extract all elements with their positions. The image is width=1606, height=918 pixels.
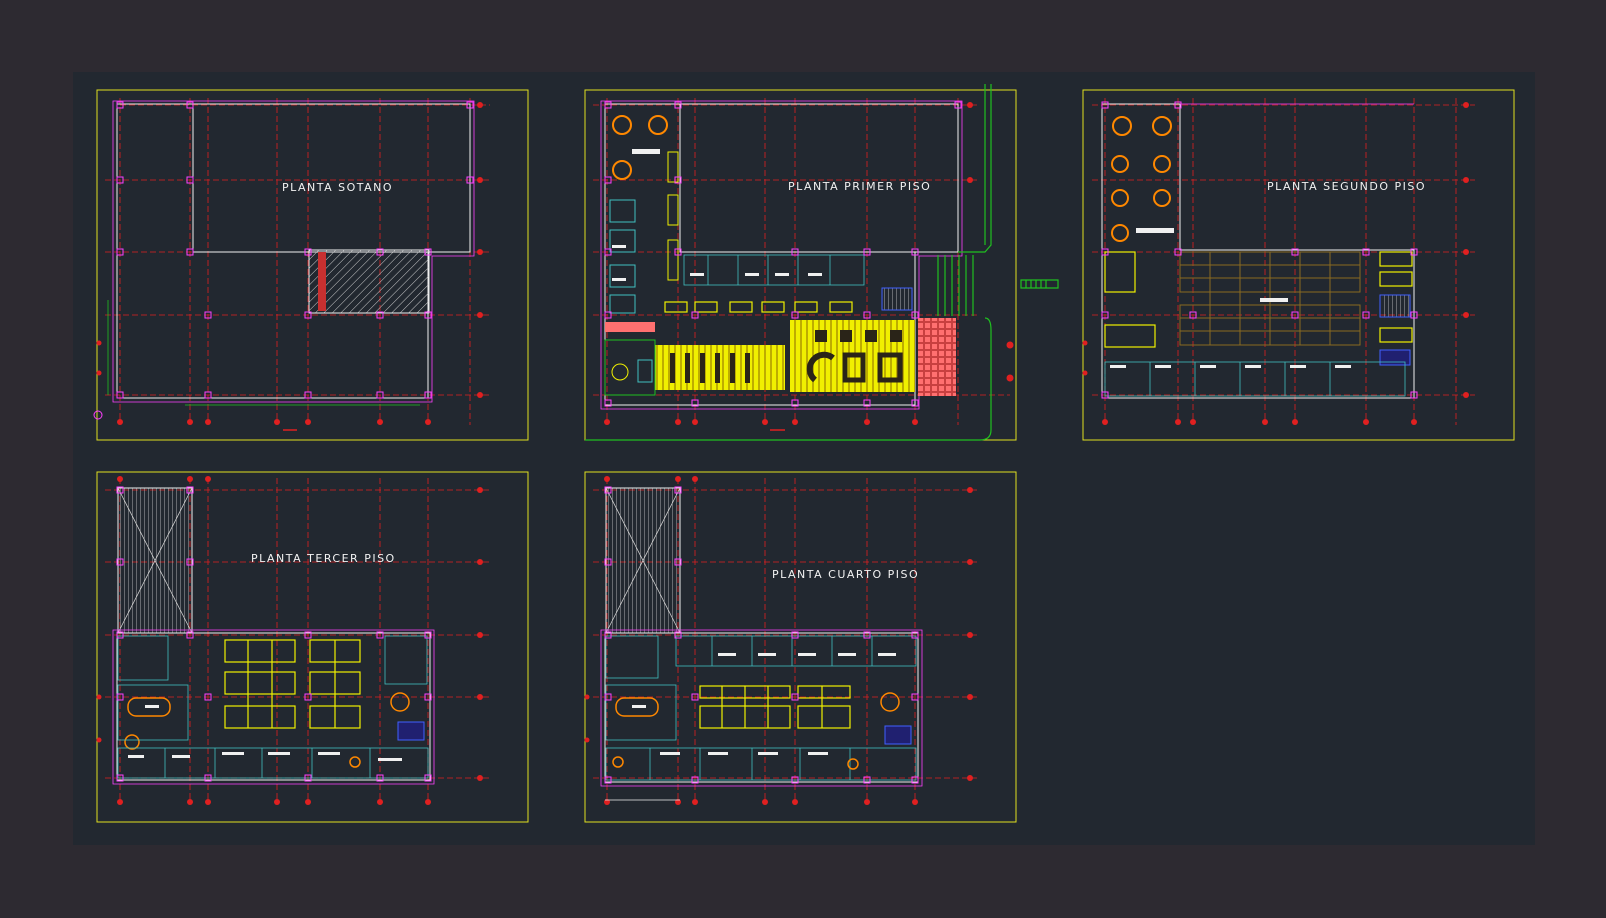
stair — [1379, 294, 1411, 318]
column-markers — [116, 486, 432, 782]
ramp-hatch — [308, 249, 430, 314]
grid-bubbles — [96, 476, 483, 805]
grid-bubbles — [1082, 102, 1469, 425]
grid-bubbles — [604, 102, 1014, 425]
plan-title: PLANTA CUARTO PISO — [772, 568, 919, 581]
column-markers — [604, 101, 962, 407]
office-row — [605, 635, 917, 781]
north-marker — [93, 410, 103, 420]
sheet-frame — [584, 471, 1017, 823]
plan-title: PLANTA SEGUNDO PISO — [1267, 180, 1426, 193]
ramp-strip — [318, 252, 326, 311]
plan-title: PLANTA PRIMER PISO — [788, 180, 931, 193]
sheet-tercer-piso[interactable]: PLANTA TERCER PISO — [96, 471, 529, 823]
desk-label — [1260, 298, 1288, 302]
stair — [1379, 349, 1411, 366]
grid-lines — [105, 98, 490, 425]
grid-bubbles — [584, 476, 973, 805]
sheet-frame — [1082, 89, 1515, 441]
sheet-segundo-piso[interactable]: PLANTA SEGUNDO PISO — [1082, 89, 1515, 441]
office-row — [1104, 361, 1406, 397]
stair — [397, 721, 425, 741]
walls-magenta — [600, 629, 923, 787]
walls-magenta — [112, 629, 435, 785]
grid-bubbles — [96, 102, 483, 425]
desk-labels — [690, 273, 822, 276]
walls — [116, 632, 431, 781]
void-cross — [605, 487, 681, 634]
desk-labels — [128, 705, 402, 761]
office-row — [683, 254, 865, 286]
site-lines — [585, 84, 1059, 441]
seating-area — [1179, 251, 1361, 346]
desk-labels — [632, 653, 896, 755]
stair — [884, 725, 912, 745]
plan-title: PLANTA SOTANO — [282, 181, 393, 194]
walls-inner — [112, 100, 475, 403]
service-area — [604, 322, 656, 396]
office-furniture-left — [609, 115, 679, 314]
column-markers — [604, 486, 919, 784]
stair — [881, 287, 913, 311]
office-outline — [117, 635, 429, 779]
meeting-furniture — [612, 692, 900, 770]
desk-label — [1136, 228, 1174, 233]
meeting-furniture — [1111, 116, 1172, 242]
meeting-furniture — [124, 692, 410, 768]
workstations — [664, 301, 853, 313]
lobby-furniture — [670, 330, 903, 383]
plan-title: PLANTA TERCER PISO — [251, 552, 396, 565]
sheet-sotano[interactable]: PLANTA SOTANO — [93, 89, 529, 441]
tile-area — [918, 318, 956, 396]
workstations — [699, 685, 851, 729]
sheet-cuarto-piso[interactable]: PLANTA CUARTO PISO — [584, 471, 1017, 823]
workstations — [1104, 251, 1413, 348]
grid-lines — [593, 478, 980, 805]
desk-labels — [1110, 365, 1351, 368]
sheet-frame — [96, 471, 529, 823]
void-cross — [117, 487, 193, 634]
workstations — [224, 639, 361, 729]
sheet-frame — [96, 89, 529, 441]
model-space — [73, 72, 1535, 845]
sheet-primer-piso[interactable]: PLANTA PRIMER PISO — [584, 84, 1059, 441]
walls-magenta — [600, 100, 963, 410]
column-markers — [116, 101, 474, 399]
column-markers — [1101, 101, 1418, 399]
